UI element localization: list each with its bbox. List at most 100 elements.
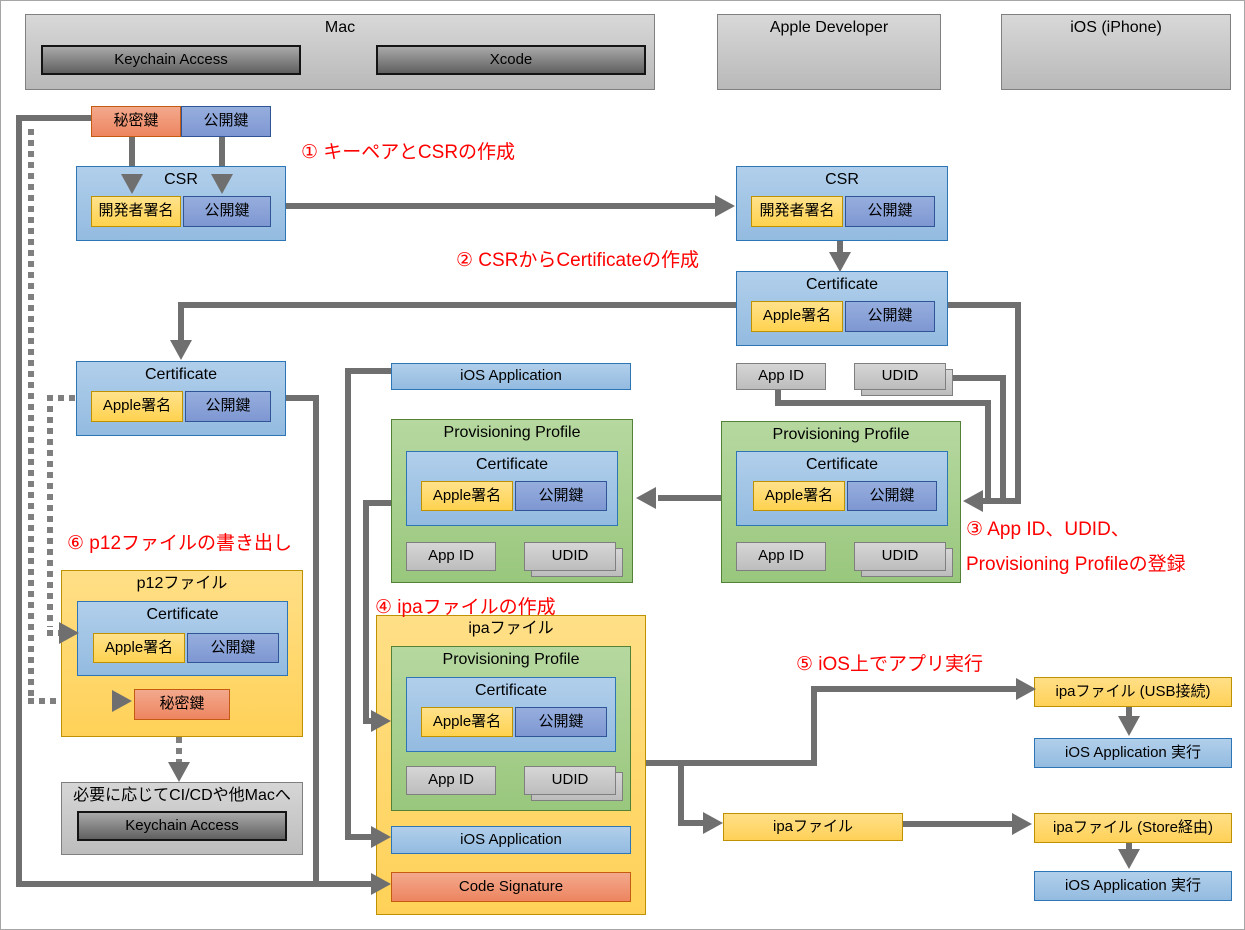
- connector: [948, 302, 1021, 308]
- arrowhead: [59, 622, 79, 644]
- developer-signature-label: 開発者署名: [98, 202, 174, 220]
- app-id-label: App ID: [758, 547, 804, 565]
- apple-signature-box: Apple署名: [421, 707, 513, 737]
- arrowhead: [211, 174, 233, 194]
- keychain-access-label: Keychain Access: [125, 816, 239, 834]
- dotted-connector-p12-export: [176, 737, 182, 767]
- public-key-label: 公開鍵: [538, 486, 584, 504]
- arrowhead: [829, 252, 851, 272]
- connector: [345, 368, 351, 840]
- udid-label: UDID: [881, 367, 919, 385]
- app-id-label: App ID: [758, 367, 804, 385]
- connector: [345, 368, 391, 374]
- arrowhead: [703, 812, 723, 834]
- ios-application-run-box: iOS Application 実行: [1034, 738, 1232, 768]
- code-signature-box: Code Signature: [391, 872, 631, 902]
- public-key-box: 公開鍵: [185, 391, 271, 422]
- public-key-box: 公開鍵: [187, 633, 279, 663]
- private-key-label: 秘密鍵: [113, 112, 159, 130]
- app-id-label: App ID: [428, 771, 474, 789]
- connector: [678, 820, 705, 826]
- public-key-label: 公開鍵: [204, 202, 250, 220]
- connector: [811, 686, 1016, 692]
- public-key-box: 公開鍵: [845, 196, 935, 227]
- dotted-connector-certificate: [47, 630, 59, 636]
- public-key-box: 公開鍵: [515, 707, 607, 737]
- ipa-file-title: ipaファイル: [468, 620, 554, 637]
- arrowhead: [1118, 716, 1140, 736]
- p12-file-title: p12ファイル: [136, 575, 228, 592]
- ios-application-label: iOS Application: [460, 367, 562, 385]
- apple-signature-label: Apple署名: [432, 712, 502, 730]
- ios-application-box: iOS Application: [391, 826, 631, 854]
- certificate-title: Certificate: [474, 682, 548, 699]
- developer-signature-label: 開発者署名: [759, 202, 835, 220]
- public-key-label: 公開鍵: [205, 397, 251, 415]
- private-key-box: 秘密鍵: [91, 106, 181, 137]
- public-key-label: 公開鍵: [869, 486, 915, 504]
- connector: [1000, 375, 1006, 504]
- udid-box: UDID: [854, 363, 946, 390]
- ipa-usb-label: ipaファイル (USB接続): [1055, 682, 1211, 700]
- ios-application-run-label: iOS Application 実行: [1065, 876, 1201, 894]
- connector: [129, 136, 135, 176]
- apple-signature-label: Apple署名: [432, 486, 502, 504]
- xcode-box: Xcode: [376, 45, 646, 75]
- connector: [363, 500, 369, 724]
- apple-developer-title: Apple Developer: [769, 19, 889, 36]
- public-key-label: 公開鍵: [867, 307, 913, 325]
- ios-panel: iOS (iPhone): [1001, 14, 1231, 90]
- step5-label: ⑤ iOS上でアプリ実行: [796, 654, 983, 675]
- developer-signature-box: 開発者署名: [751, 196, 843, 227]
- ipa-file-label: ipaファイル: [772, 817, 854, 835]
- connector: [978, 498, 1021, 504]
- arrowhead: [168, 762, 190, 782]
- apple-signature-box: Apple署名: [91, 391, 183, 422]
- connector: [775, 390, 781, 404]
- connector: [16, 115, 91, 121]
- dotted-connector-certificate: [47, 395, 76, 401]
- ipa-store-label: ipaファイル (Store経由): [1052, 818, 1214, 836]
- public-key-box: 公開鍵: [515, 481, 607, 511]
- ci-cd-note: 必要に応じてCI/CDや他Macへ: [73, 787, 291, 804]
- csr-title: CSR: [825, 171, 859, 188]
- connector: [811, 686, 817, 766]
- connector: [178, 302, 184, 345]
- arrowhead: [715, 195, 735, 217]
- keychain-access-box: Keychain Access: [77, 811, 287, 841]
- csr-title: CSR: [164, 171, 198, 188]
- arrowhead: [371, 710, 391, 732]
- public-key-label: 公開鍵: [210, 638, 256, 656]
- connector: [16, 115, 22, 887]
- ipa-store-box: ipaファイル (Store経由): [1034, 813, 1232, 843]
- step4-label: ④ ipaファイルの作成: [375, 597, 556, 618]
- apple-signature-label: Apple署名: [764, 486, 834, 504]
- public-key-box: 公開鍵: [845, 301, 935, 332]
- apple-signature-box: Apple署名: [751, 301, 843, 332]
- app-id-box: App ID: [406, 766, 496, 795]
- ios-panel-title: iOS (iPhone): [1070, 19, 1162, 36]
- connector: [178, 302, 736, 308]
- connector: [903, 821, 1013, 827]
- apple-signature-label: Apple署名: [104, 638, 174, 656]
- mac-panel-title: Mac: [324, 19, 356, 36]
- code-signature-label: Code Signature: [458, 877, 564, 895]
- arrowhead: [371, 873, 391, 895]
- arrowhead: [170, 340, 192, 360]
- arrowhead: [1012, 813, 1032, 835]
- connector: [646, 760, 817, 766]
- step6-label: ⑥ p12ファイルの書き出し: [67, 533, 293, 554]
- app-id-box: App ID: [736, 363, 826, 390]
- step1-label: ① キーペアとCSRの作成: [301, 142, 516, 163]
- connector: [1126, 707, 1132, 721]
- connector: [985, 400, 991, 504]
- provisioning-profile-title: Provisioning Profile: [772, 426, 910, 443]
- connector: [286, 395, 319, 401]
- connector: [952, 375, 1006, 381]
- apple-developer-panel: Apple Developer: [717, 14, 941, 90]
- ios-application-run-label: iOS Application 実行: [1065, 743, 1201, 761]
- app-id-label: App ID: [428, 547, 474, 565]
- connector: [16, 881, 374, 887]
- arrowhead: [636, 487, 656, 509]
